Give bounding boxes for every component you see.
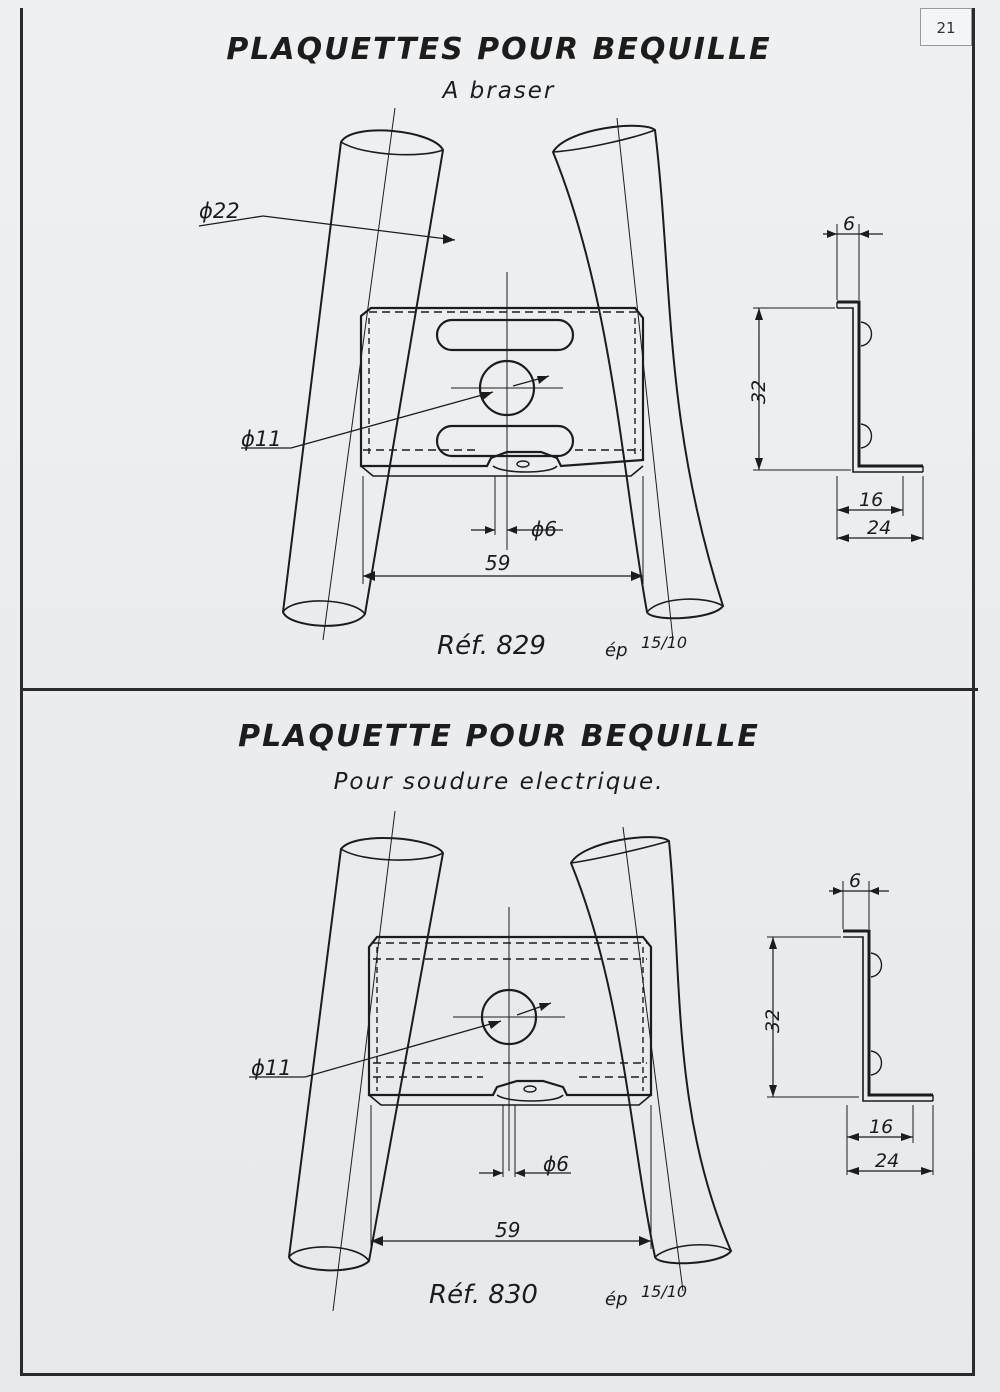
dim-outer: 24 [867,517,891,539]
dim-slot-diameter: ϕ6 [531,517,557,541]
dim-line-height [767,936,859,1098]
right-tube [569,836,733,1265]
panel-subtitle: A braser [442,78,556,104]
dim-line-slot [471,526,563,534]
dim-outer: 24 [875,1150,899,1172]
dim-hole-diameter: ϕ11 [241,427,282,451]
dim-line-inner [836,476,924,540]
dim-flange: 6 [843,213,855,235]
dim-flange: 6 [849,870,861,892]
dim-tube-diameter: ϕ22 [199,199,240,223]
dim-line-outer [847,1167,933,1175]
right-tube-axis [622,826,684,1292]
dim-height: 32 [748,380,770,404]
dim-slot-diameter: ϕ6 [543,1152,569,1176]
panel-subtitle: Pour soudure electrique. [333,769,665,795]
dim-line-flange [823,224,883,300]
dim-height: 32 [762,1009,784,1033]
panel-ref-829: PLAQUETTES POUR BEQUILLE A braser [23,0,975,688]
thickness-label: ép [605,1289,628,1310]
sheet-frame [20,8,975,1376]
leader-hole-diameter [241,375,550,449]
dim-line-slot [479,1169,571,1177]
panel-title: PLAQUETTES POUR BEQUILLE [226,32,772,67]
thickness-value: 15/10 [641,1282,687,1301]
dim-width: 59 [485,551,510,575]
thickness-value: 15/10 [641,633,687,652]
dim-line-outer [837,534,923,542]
plate-front-view [359,272,645,550]
thickness-label: ép [605,640,628,661]
dim-inner: 16 [859,489,883,511]
plate-drawing: ϕ22 ϕ11 ϕ6 [198,107,924,661]
leader-hole-diameter [249,1002,552,1078]
ref-label: Réf. 829 [437,631,546,661]
dim-width: 59 [495,1218,520,1242]
dim-line-height [753,307,851,471]
dim-hole-diameter: ϕ11 [251,1056,292,1080]
panel-title: PLAQUETTE POUR BEQUILLE [238,719,760,754]
dim-line-width [370,1105,652,1249]
dim-line-width [362,476,644,584]
plate-side-profile [836,300,924,473]
left-tube-axis [332,810,396,1312]
panel-divider [20,688,978,691]
panel-ref-830: PLAQUETTE POUR BEQUILLE Pour soudure ele… [23,691,975,1376]
left-tube [281,129,445,627]
plate-side-profile [843,929,934,1102]
dim-inner: 16 [869,1116,893,1138]
plate-drawing: ϕ11 ϕ6 59 [249,810,934,1312]
right-tube-axis [616,117,674,641]
left-tube [287,837,445,1272]
leader-tube-diameter [198,215,456,244]
plate-front-view [367,907,653,1177]
ref-label: Réf. 830 [429,1280,538,1310]
dim-line-flange [829,881,889,929]
dim-line-inner [846,1105,934,1175]
left-tube-axis [322,107,396,641]
right-tube [551,124,725,620]
page-number: 21 [920,8,972,46]
